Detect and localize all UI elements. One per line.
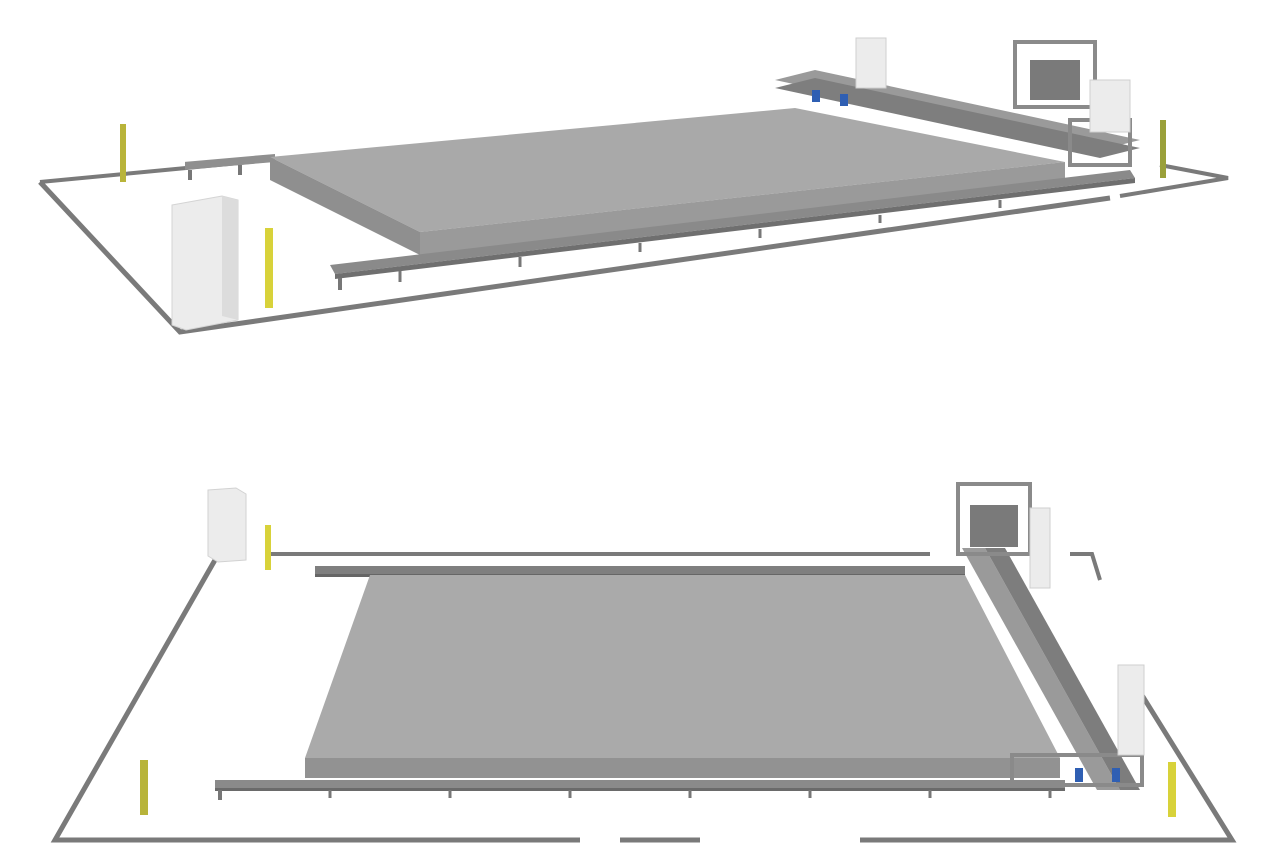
control-cabinet-icon bbox=[1029, 507, 1051, 589]
slab-front-face bbox=[305, 758, 1060, 778]
concrete-slab bbox=[305, 575, 1060, 778]
control-cabinet-icon bbox=[1117, 664, 1145, 756]
render-view-top bbox=[0, 0, 1261, 400]
scene-bottom-svg bbox=[50, 482, 1237, 843]
render-view-bottom bbox=[0, 430, 1261, 863]
floor-outline-right bbox=[1119, 163, 1229, 198]
control-cabinet-icon bbox=[171, 195, 239, 331]
safety-bollard-icon bbox=[140, 760, 148, 815]
safety-bollard-icon bbox=[120, 124, 126, 182]
slab-top-face bbox=[305, 575, 1060, 758]
safety-bollard-icon bbox=[265, 525, 271, 570]
control-cabinet-icon bbox=[1089, 79, 1131, 133]
floor-outline-back-right bbox=[1070, 552, 1102, 581]
gantry-machine-icon bbox=[775, 40, 1140, 167]
slab-front-face bbox=[270, 157, 420, 255]
scene-top-svg bbox=[38, 37, 1229, 335]
slab-top-face bbox=[270, 108, 1065, 232]
control-cabinet-icon bbox=[855, 37, 887, 89]
floor-outline bbox=[38, 180, 1111, 335]
safety-bollard-icon bbox=[265, 228, 273, 308]
rail-track-back bbox=[185, 153, 275, 180]
control-cabinet-icon bbox=[207, 487, 247, 563]
floor-outline-right bbox=[860, 690, 1237, 843]
slab-right-face bbox=[420, 162, 1065, 255]
concrete-slab bbox=[270, 108, 1065, 255]
safety-bollard-icon bbox=[1168, 762, 1176, 817]
rail-track-front bbox=[215, 780, 1065, 800]
floor-outline bbox=[50, 558, 580, 843]
gantry-machine-icon bbox=[956, 482, 1144, 790]
safety-bollard-icon bbox=[1160, 120, 1166, 178]
rail-track-front bbox=[330, 170, 1135, 290]
